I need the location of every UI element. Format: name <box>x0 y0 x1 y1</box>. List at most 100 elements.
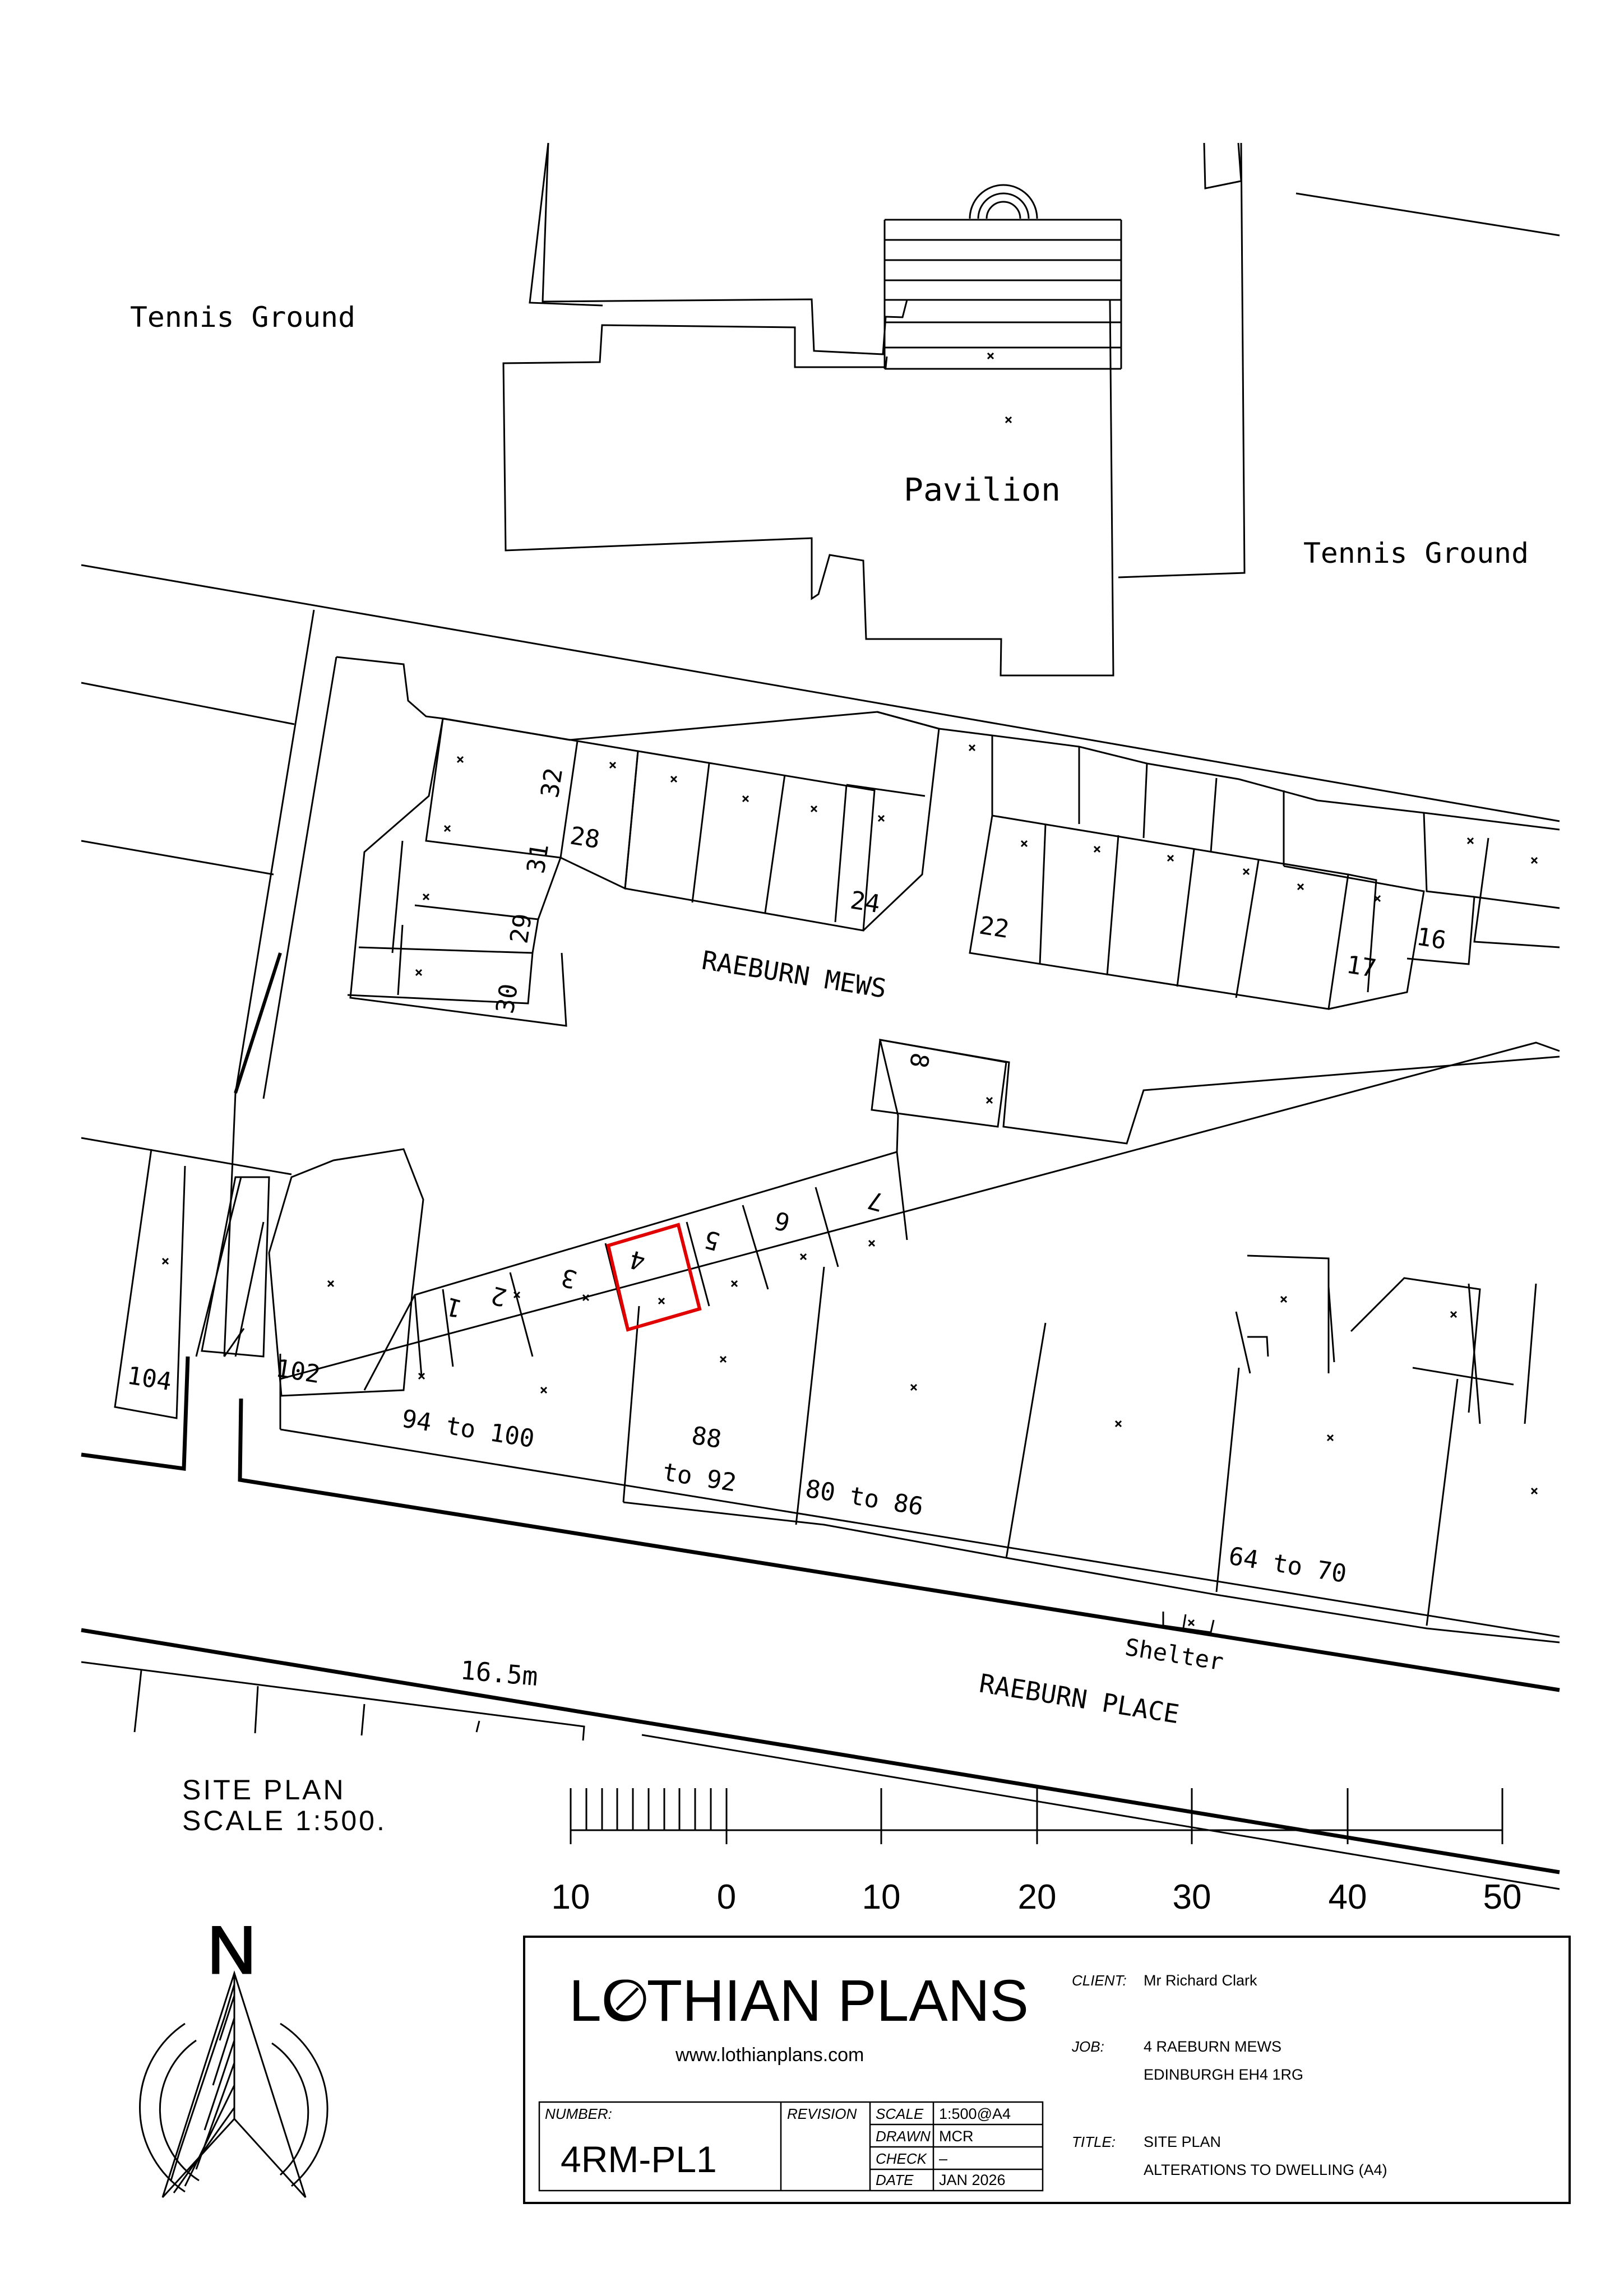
pavilion-step-sides <box>883 220 1122 369</box>
boundary-line-b <box>81 682 295 725</box>
client-value: Mr Richard Clark <box>1144 1972 1257 1989</box>
plot-number-22: 22 <box>977 911 1011 944</box>
title-line-1: SITE PLAN <box>1144 2133 1221 2150</box>
plot-number-16: 16 <box>1414 922 1448 955</box>
number-value: 4RM-PL1 <box>561 2138 717 2180</box>
plot-number-94-to-100: 94 to 100 <box>400 1404 536 1453</box>
company-website: www.lothianplans.com <box>675 2044 864 2066</box>
plot-number-17: 17 <box>1344 950 1378 983</box>
pavilion-east-wall <box>1118 142 1246 578</box>
lane-thick <box>234 952 282 1094</box>
pavilion-outline <box>502 142 1114 677</box>
mews-rear-line <box>349 718 567 1027</box>
revision-label: REVISION <box>787 2105 857 2122</box>
mews-units-17-22 <box>969 735 1349 1010</box>
tennis-boundary-right <box>1296 192 1560 237</box>
plot-number-7: 7 <box>865 1185 887 1216</box>
plot-number-88-to-92: to 92 <box>660 1457 738 1497</box>
plot-number-31: 31 <box>521 841 554 875</box>
plot-number-28: 28 <box>568 821 602 854</box>
title-block-frame <box>523 1936 1571 2204</box>
scale-tick-label: 30 <box>1173 1878 1211 1917</box>
client-label: CLIENT: <box>1072 1972 1127 1989</box>
plot-number-104: 104 <box>125 1361 173 1396</box>
scale-tick-label: 10 <box>862 1878 901 1917</box>
unit-8 <box>871 1039 1007 1128</box>
boundary-line-d <box>81 1137 292 1175</box>
scale-tick-label: 0 <box>717 1878 736 1917</box>
plot-number-88: 88 <box>690 1421 723 1454</box>
drawn-value: MCR <box>939 2128 974 2145</box>
raeburn-place-label: RAEBURN PLACE <box>977 1668 1181 1730</box>
unit-102-cross <box>195 1176 270 1358</box>
mews-north-outline <box>336 656 1560 831</box>
raeburn-mews-label: RAEBURN MEWS <box>700 945 889 1004</box>
mews-unit-16 <box>1406 812 1560 965</box>
mews-unit-24 <box>846 711 940 932</box>
pavilion-left-wall <box>529 142 603 307</box>
scale-tick-label: 50 <box>1483 1878 1522 1917</box>
scale-tick-label: 10 <box>552 1878 590 1917</box>
pavilion-right-wing <box>1203 142 1242 189</box>
mews-split-lines <box>391 740 639 996</box>
scale-bar <box>570 1788 1503 1844</box>
title-label: TITLE: <box>1072 2133 1116 2150</box>
drawn-label: DRAWN <box>876 2128 931 2145</box>
scale-section: SITE PLAN SCALE 1:500. 10 0 10 20 30 40 50 <box>182 1774 1521 1917</box>
spot-height-label: 16.5m <box>459 1655 539 1692</box>
plot-number-102: 102 <box>274 1354 322 1389</box>
plot-number-2: 2 <box>488 1280 510 1312</box>
mews-units-24-27 <box>624 750 876 932</box>
place-frontages <box>623 1501 1560 1644</box>
plot-number-29: 29 <box>505 911 538 945</box>
plot-number-32: 32 <box>535 766 568 799</box>
street-edge-main <box>238 1398 1560 1692</box>
raeburn-place-kerb <box>81 1628 1560 1874</box>
tennis-ground-left-label: Tennis Ground <box>130 301 355 334</box>
shelter-label: Shelter <box>1123 1633 1225 1675</box>
street-edge-north <box>81 1356 190 1471</box>
scale-tick-label: 20 <box>1018 1878 1057 1917</box>
plot-number-1: 1 <box>443 1292 465 1323</box>
plot-number-6: 6 <box>771 1205 793 1237</box>
site-boundary-highlight <box>606 1223 702 1332</box>
date-label: DATE <box>876 2172 914 2188</box>
north-arrow: N <box>138 1912 328 2198</box>
tennis-ground-right-label: Tennis Ground <box>1303 537 1529 570</box>
survey-marks <box>161 352 1538 1627</box>
diagonal-terrace-outline <box>280 1041 1560 1380</box>
number-label: NUMBER: <box>545 2105 612 2122</box>
check-label: CHECK <box>876 2150 928 2167</box>
scale-tick-label: 40 <box>1329 1878 1367 1917</box>
scale-field-value: 1:500@A4 <box>939 2105 1011 2122</box>
south-units <box>133 1670 480 1736</box>
unit-104 <box>114 1149 186 1419</box>
pavilion-bay <box>969 184 1038 219</box>
plot-number-8: 8 <box>904 1050 934 1070</box>
boundary-line-a <box>81 564 1560 822</box>
plot-number-3: 3 <box>558 1262 580 1294</box>
lane-west-2 <box>262 656 337 1099</box>
raeburn-place-south <box>81 1661 1560 1890</box>
plot-number-30: 30 <box>491 982 524 1015</box>
boundary-line-c <box>81 840 274 876</box>
scale-subheading: SCALE 1:500. <box>182 1805 387 1836</box>
plot-number-24: 24 <box>848 886 882 919</box>
place-units <box>622 1266 1537 1626</box>
title-line-2: ALTERATIONS TO DWELLING (A4) <box>1144 2161 1387 2178</box>
plot-number-80-to-86: 80 to 86 <box>803 1474 925 1521</box>
plot-number-4: 4 <box>627 1244 649 1276</box>
unit-102-block <box>268 1148 424 1397</box>
raeburn-place-back <box>223 1328 1560 1638</box>
map-text: Tennis Ground Tennis Ground Pavilion RAE… <box>125 301 1529 1729</box>
drawing-info-table <box>538 2101 1044 2192</box>
title-block: LOTHIAN PLANS www.lothianplans.com CLIEN… <box>523 1936 1571 2204</box>
job-line-2: EDINBURGH EH4 1RG <box>1144 2066 1303 2083</box>
north-arrow-graphic <box>138 1970 328 2198</box>
job-label: JOB: <box>1071 2038 1104 2055</box>
scale-field-label: SCALE <box>876 2105 924 2122</box>
job-line-1: 4 RAEBURN MEWS <box>1144 2038 1281 2055</box>
date-value: JAN 2026 <box>939 2172 1006 2188</box>
check-value: – <box>939 2150 947 2167</box>
scale-heading: SITE PLAN <box>182 1774 346 1806</box>
